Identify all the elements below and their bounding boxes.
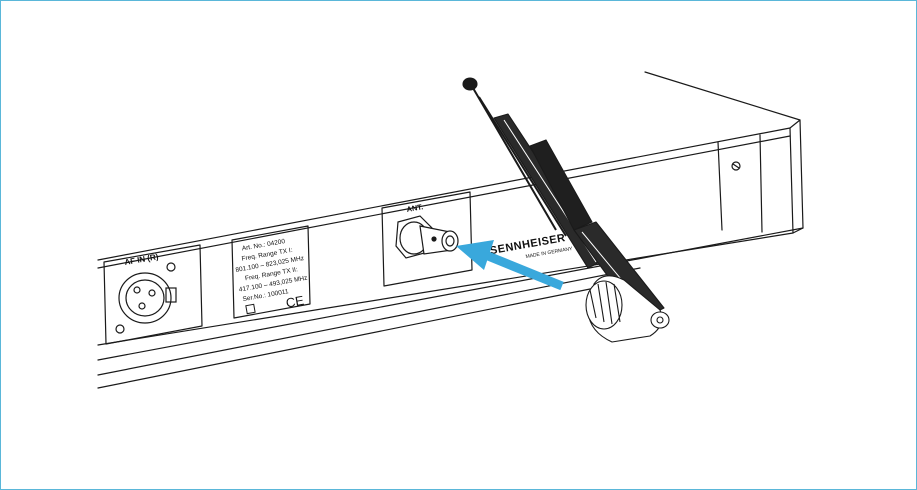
label-plate-outline [231, 225, 311, 319]
back-panel-inner-top [97, 135, 791, 269]
screw-icon [731, 161, 741, 171]
ce-mark: CE [285, 293, 306, 311]
antenna-socket-label: ANT. [406, 202, 424, 214]
plate-square-icon [245, 303, 256, 315]
antenna-icon [462, 77, 670, 343]
insert-arrow-icon [456, 240, 564, 291]
xlr-jack-icon [115, 262, 177, 334]
jack-recess [103, 244, 203, 345]
bottom-lip-1 [97, 227, 804, 361]
back-panel-right-edge [789, 127, 794, 234]
side-compartment [717, 141, 723, 231]
bnc-socket-icon [395, 215, 459, 259]
back-panel-right-flange [759, 134, 763, 233]
socket-recess [381, 191, 473, 287]
unit-top-edge [644, 71, 801, 121]
bottom-lip-3 [97, 284, 611, 389]
